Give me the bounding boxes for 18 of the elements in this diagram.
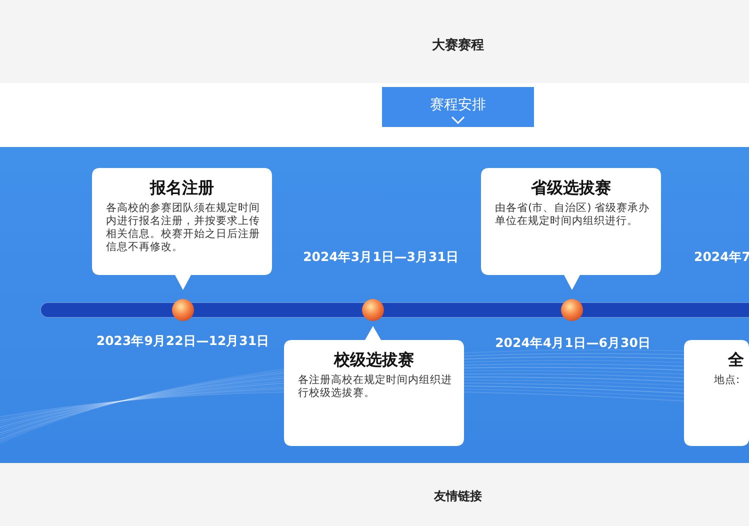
callout-card bbox=[92, 168, 272, 290]
card-description: 由各省(市、自治区) 省级赛承办单位在规定时间内组织进行。 bbox=[495, 202, 651, 228]
callout-card bbox=[684, 340, 749, 446]
date-range: 2024年4月1日—6月30日 bbox=[494, 335, 652, 352]
date-range: 2024年3月1日—3月31日 bbox=[302, 249, 460, 266]
date-range: 2023年9月22日—12月31日 bbox=[95, 333, 271, 350]
card-heading: 全 bbox=[728, 350, 744, 371]
card-description: 地点: bbox=[714, 374, 740, 387]
callout-card bbox=[481, 168, 661, 290]
card-description: 各注册高校在规定时间内组织进行校级选拔赛。 bbox=[298, 374, 453, 400]
section-title: 大赛赛程 bbox=[431, 36, 485, 54]
card-heading: 报名注册 bbox=[148, 178, 215, 199]
card-description: 各高校的参赛团队须在规定时间内进行报名注册，并按要求上传相关信息。校赛开始之日后注册信息不再修改。 bbox=[106, 202, 261, 254]
card-heading: 省级选拔赛 bbox=[530, 178, 612, 199]
schedule-tab: 赛程安排 bbox=[382, 87, 534, 127]
footer-link-heading: 友情链接 bbox=[432, 488, 483, 505]
callout-card bbox=[284, 326, 464, 446]
card-heading: 校级选拔赛 bbox=[332, 350, 415, 371]
